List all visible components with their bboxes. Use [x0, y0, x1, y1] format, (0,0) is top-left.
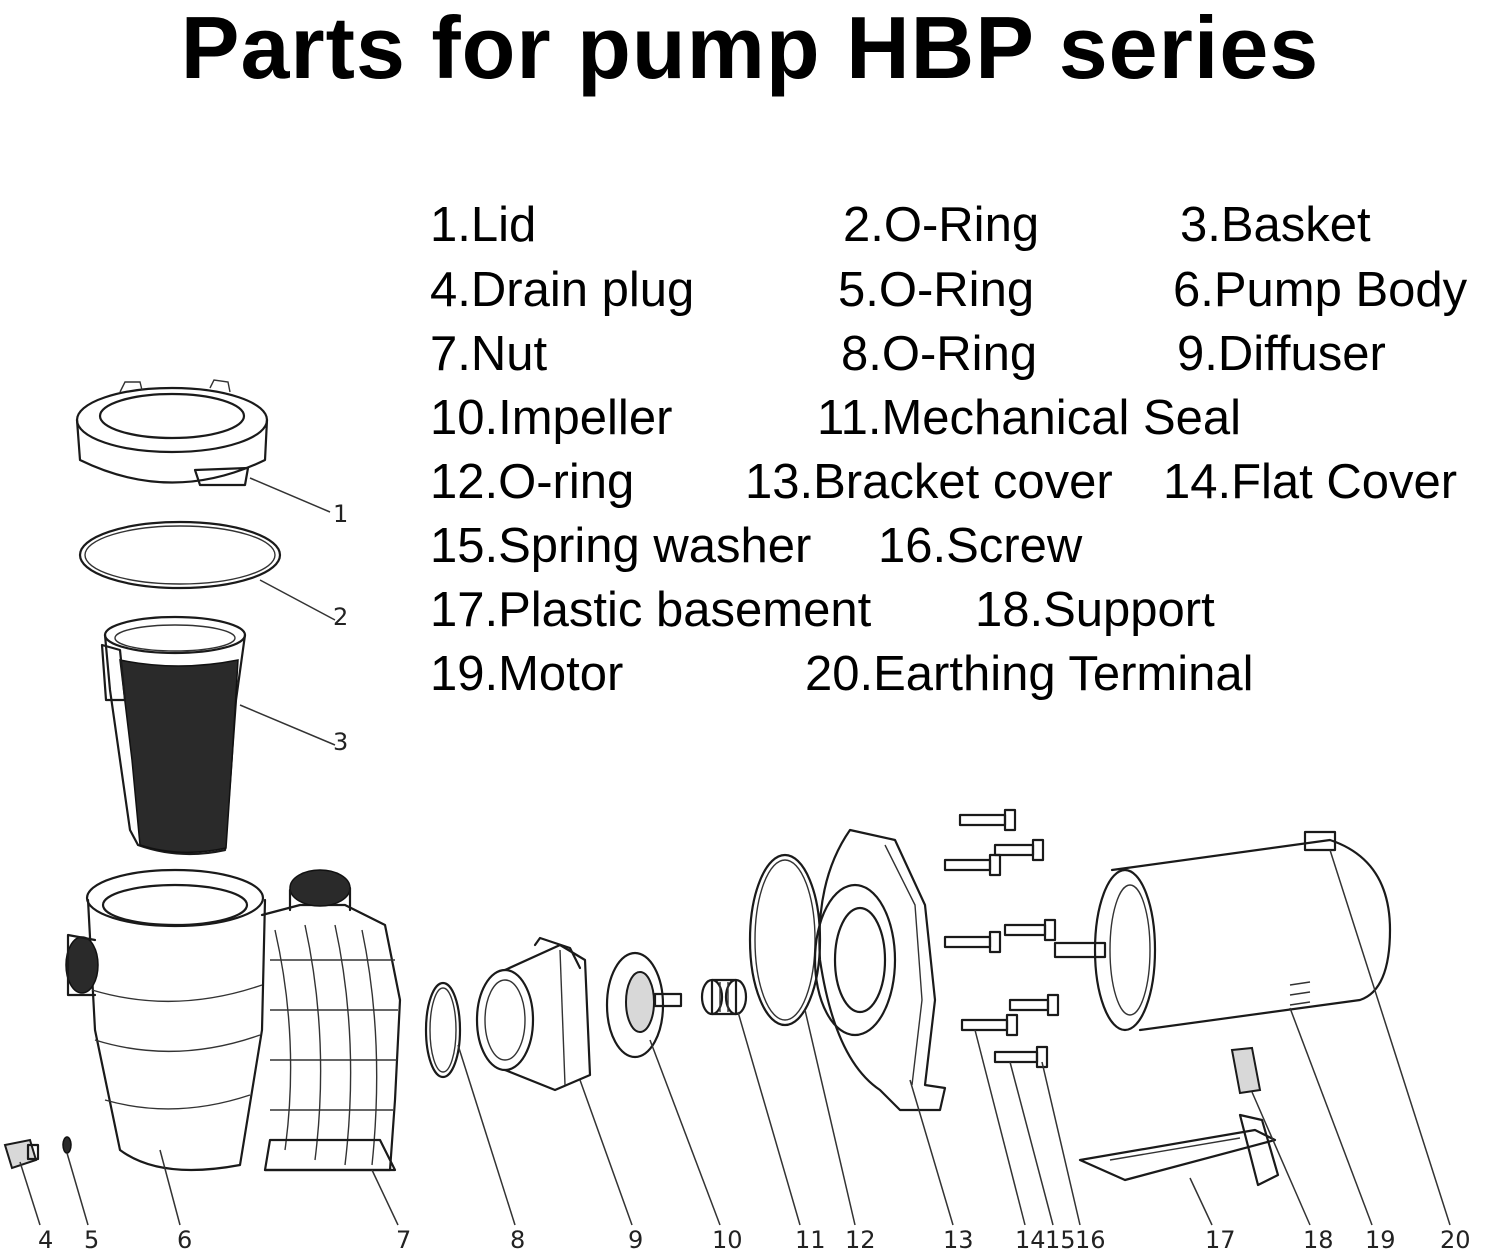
callout-5: 5 [84, 1226, 99, 1253]
legend-item-drain-plug: 4.Drain plug [430, 263, 695, 317]
leader-lines [19, 477, 1451, 1226]
pump-body-part [65, 868, 402, 1172]
mechanical-seal-part [700, 978, 748, 1016]
callout-15: 15 [1045, 1226, 1076, 1253]
callout-11: 11 [795, 1226, 826, 1253]
screws-part [943, 808, 1060, 1069]
diffuser-part [475, 936, 592, 1092]
plastic-basement-part [1078, 1113, 1280, 1187]
legend-item-pump-body: 6.Pump Body [1173, 263, 1468, 317]
legend-item-support: 18.Support [975, 583, 1215, 637]
o-ring-5-part [62, 1136, 72, 1154]
legend-item-lid: 1.Lid [430, 198, 537, 252]
legend-item-bracket-cover: 13.Bracket cover [745, 455, 1113, 509]
callout-12: 12 [845, 1226, 876, 1253]
callout-9: 9 [628, 1226, 643, 1253]
legend-item-mechanical-seal: 11.Mechanical Seal [817, 391, 1242, 445]
support-part [1230, 1046, 1262, 1095]
callout-1: 1 [333, 500, 348, 528]
bracket-cover-part [813, 828, 947, 1112]
o-ring-2-part [78, 520, 282, 590]
legend-item-o-ring-12: 12.O-ring [430, 455, 635, 509]
legend-item-flat-cover: 14.Flat Cover [1163, 455, 1458, 509]
legend-item-basket: 3.Basket [1180, 198, 1371, 252]
callout-6: 6 [177, 1226, 192, 1253]
callout-3: 3 [333, 728, 348, 756]
callout-20: 20 [1440, 1226, 1471, 1253]
callout-numbers: 1 2 3 4 5 6 7 8 9 10 11 12 13 14 15 16 1… [38, 500, 1471, 1253]
legend-item-diffuser: 9.Diffuser [1177, 327, 1386, 381]
impeller-part [605, 951, 683, 1059]
page-title: Parts for pump HBP series [180, 0, 1320, 97]
callout-10: 10 [712, 1226, 743, 1253]
callout-14: 14 [1015, 1226, 1046, 1253]
callout-17: 17 [1205, 1226, 1236, 1253]
legend-item-earthing-terminal: 20.Earthing Terminal [805, 647, 1254, 701]
lid-part [75, 379, 269, 487]
legend-item-motor: 19.Motor [430, 647, 624, 701]
legend-item-plastic-basement: 17.Plastic basement [430, 583, 872, 637]
basket-part [100, 615, 247, 856]
legend-item-screw: 16.Screw [878, 519, 1083, 573]
motor-part [1053, 830, 1392, 1032]
legend-item-impeller: 10.Impeller [430, 391, 673, 445]
o-ring-8-part [424, 981, 462, 1079]
o-ring-12-part [748, 853, 822, 1027]
callout-2: 2 [333, 603, 348, 631]
legend-item-spring-washer: 15.Spring washer [430, 519, 812, 573]
callout-7: 7 [396, 1226, 411, 1253]
callout-18: 18 [1303, 1226, 1334, 1253]
callout-13: 13 [943, 1226, 974, 1253]
callout-16: 16 [1075, 1226, 1106, 1253]
callout-4: 4 [38, 1226, 53, 1253]
legend-item-o-ring-2: 2.O-Ring [843, 198, 1040, 252]
legend-item-nut: 7.Nut [430, 327, 548, 381]
legend-item-o-ring-5: 5.O-Ring [838, 263, 1035, 317]
callout-19: 19 [1365, 1226, 1396, 1253]
legend-item-o-ring-8: 8.O-Ring [841, 327, 1038, 381]
drain-plug-part [3, 1138, 40, 1170]
callout-8: 8 [510, 1226, 525, 1253]
